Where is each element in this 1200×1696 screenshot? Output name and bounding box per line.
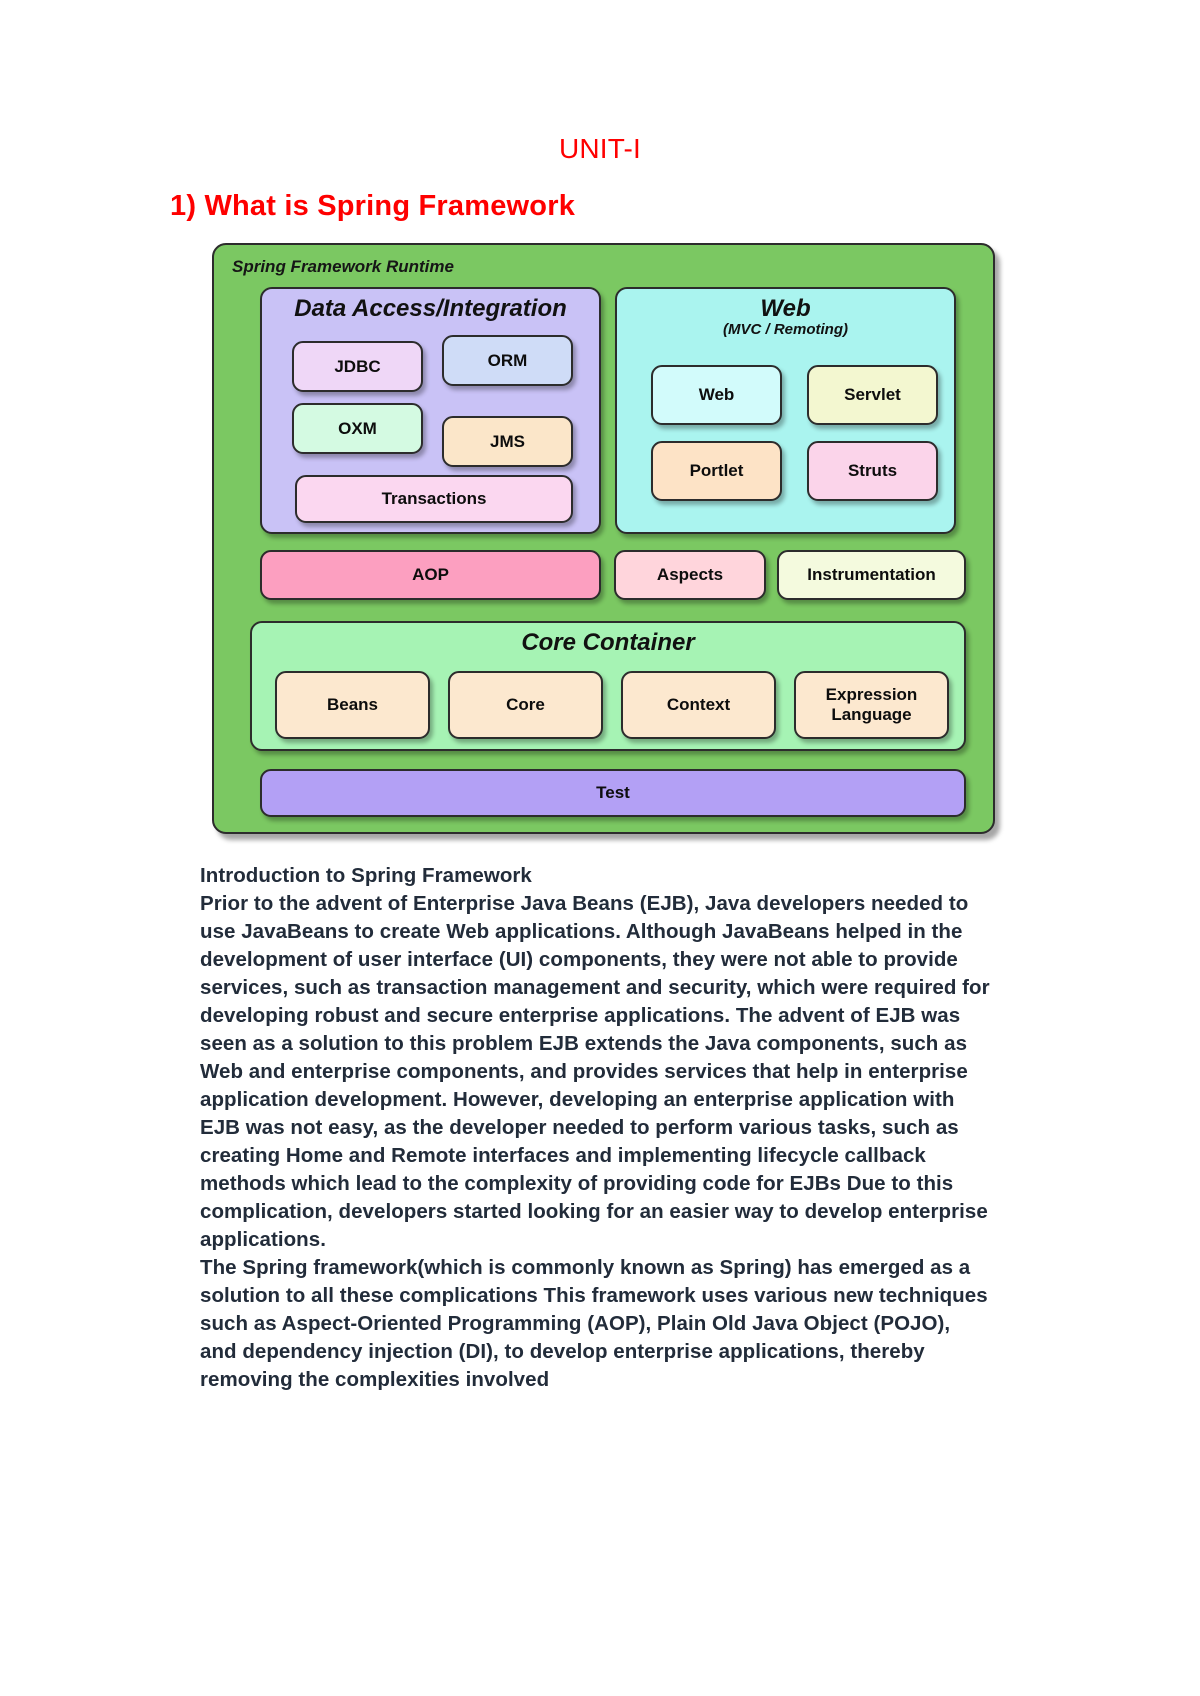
paragraph-2: The Spring framework(which is commonly k… — [200, 1256, 988, 1391]
data-access-title: Data Access/Integration — [294, 295, 567, 322]
module-aop: AOP — [260, 550, 601, 600]
web-title: Web — [760, 295, 811, 322]
module-oxm: OXM — [292, 403, 423, 454]
web-subtitle: (MVC / Remoting) — [723, 321, 848, 338]
module-struts: Struts — [807, 441, 938, 501]
module-beans: Beans — [275, 671, 430, 739]
module-servlet: Servlet — [807, 365, 938, 425]
paragraph-1: Prior to the advent of Enterprise Java B… — [200, 892, 990, 1251]
module-portlet: Portlet — [651, 441, 782, 501]
core-container-panel: Core Container Beans Core Context Expres… — [250, 621, 966, 751]
question-heading: 1) What is Spring Framework — [170, 190, 576, 222]
data-access-panel: Data Access/Integration JDBC ORM OXM JMS… — [260, 287, 601, 534]
module-web: Web — [651, 365, 782, 425]
module-instrumentation: Instrumentation — [777, 550, 966, 600]
core-container-title: Core Container — [521, 629, 695, 656]
web-panel: Web (MVC / Remoting) Web Servlet Portlet… — [615, 287, 956, 534]
module-transactions: Transactions — [295, 475, 573, 523]
module-orm: ORM — [442, 335, 573, 386]
spring-framework-runtime-diagram: Spring Framework Runtime Data Access/Int… — [212, 243, 1005, 844]
module-test: Test — [260, 769, 966, 817]
module-jms: JMS — [442, 416, 573, 467]
runtime-container: Spring Framework Runtime Data Access/Int… — [212, 243, 995, 834]
intro-section-title: Introduction to Spring Framework — [200, 864, 532, 887]
module-aspects: Aspects — [614, 550, 766, 600]
module-context: Context — [621, 671, 776, 739]
body-text: Introduction to Spring Framework Prior t… — [200, 862, 990, 1394]
runtime-label: Spring Framework Runtime — [232, 257, 454, 276]
module-expression-language: Expression Language — [794, 671, 949, 739]
module-core: Core — [448, 671, 603, 739]
unit-title: UNIT-I — [558, 133, 642, 164]
module-jdbc: JDBC — [292, 341, 423, 392]
